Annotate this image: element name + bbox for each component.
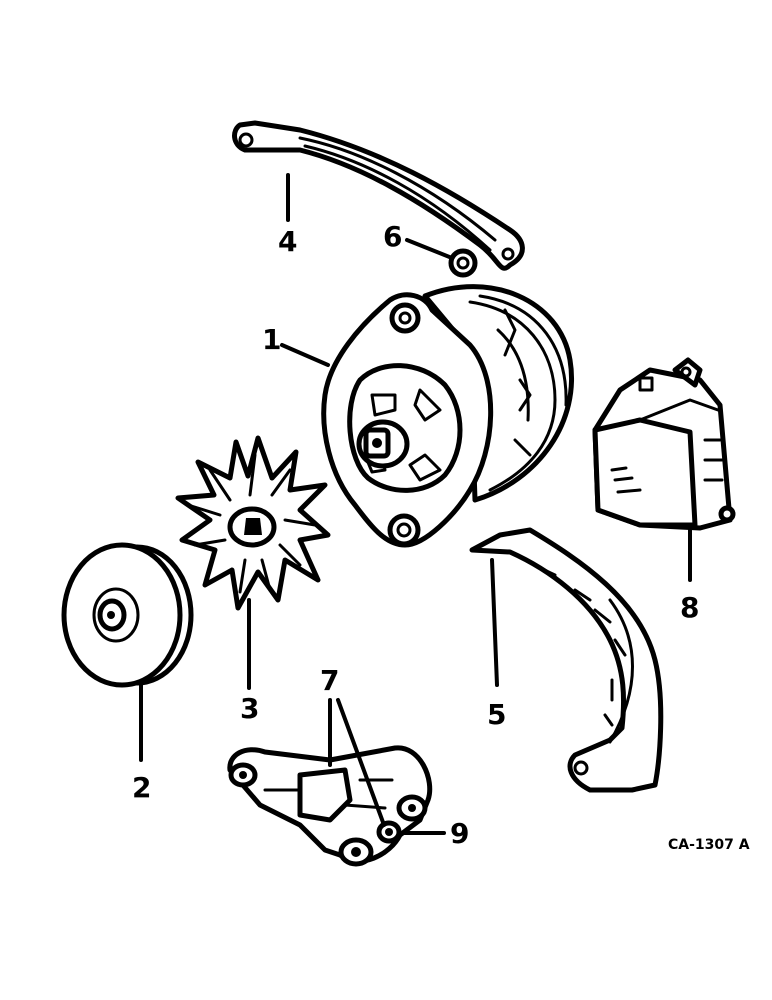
- figure-code: CA-1307 A: [668, 837, 750, 853]
- washer: [448, 248, 478, 278]
- callout-3: 3: [240, 692, 259, 725]
- callout-2: 2: [132, 771, 151, 804]
- leader-lines: [139, 173, 692, 835]
- callout-8: 8: [680, 591, 699, 624]
- callouts: 1 2 3 4 5 6 7 8 9: [132, 220, 699, 850]
- voltage-regulator: [592, 357, 736, 531]
- spacer: [376, 820, 402, 844]
- callout-4: 4: [278, 225, 297, 258]
- callout-5: 5: [487, 698, 506, 731]
- leader-7b: [336, 698, 386, 827]
- leader-5: [490, 558, 499, 687]
- brace-bracket: [469, 527, 664, 793]
- leader-6: [405, 238, 454, 260]
- callout-9: 9: [450, 817, 469, 850]
- adjusting-strap: [232, 120, 525, 271]
- alternator: [321, 284, 574, 548]
- callout-6: 6: [383, 220, 402, 253]
- leader-1: [280, 343, 330, 367]
- pulley: [61, 542, 194, 688]
- callout-1: 1: [262, 323, 281, 356]
- callout-7: 7: [320, 664, 339, 697]
- fan: [175, 435, 331, 611]
